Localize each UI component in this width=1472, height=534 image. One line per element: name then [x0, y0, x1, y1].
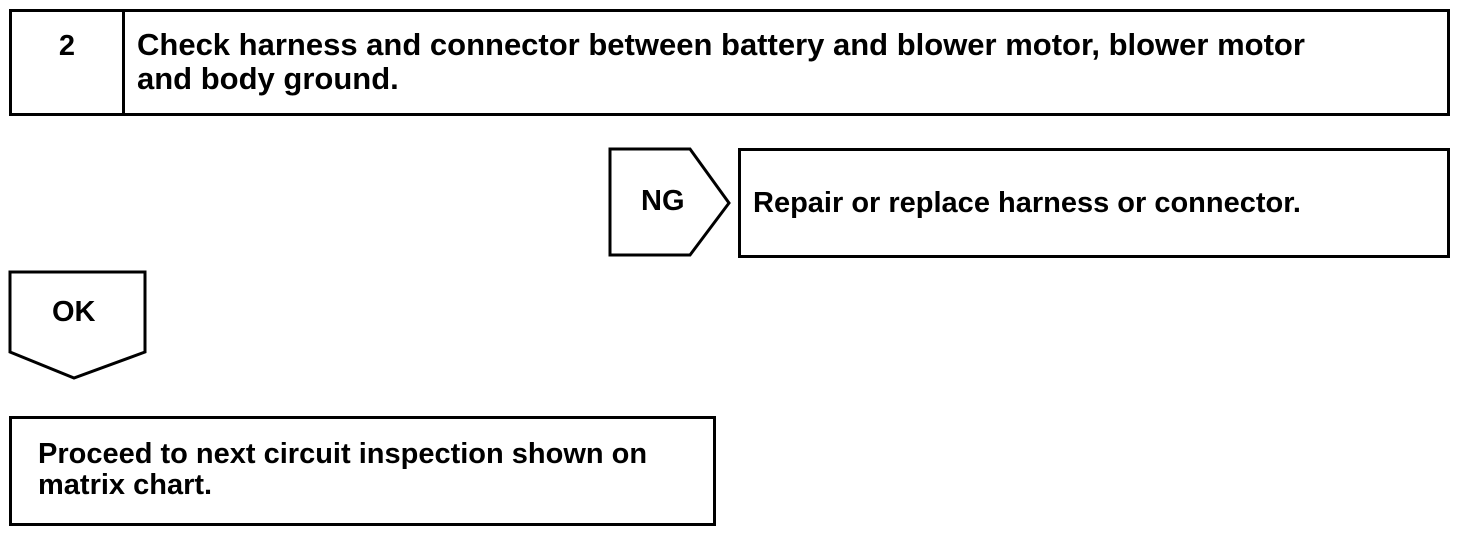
next-step-box: Proceed to next circuit inspection shown… [9, 416, 716, 526]
next-step-line-2: matrix chart. [38, 469, 213, 501]
ok-label: OK [52, 296, 96, 328]
ng-action-box: Repair or replace harness or connector. [738, 148, 1450, 258]
ng-action-text: Repair or replace harness or connector. [753, 186, 1301, 219]
next-step-line-1: Proceed to next circuit inspection shown… [38, 438, 648, 470]
ng-label: NG [641, 185, 685, 217]
step-instruction-line-2: and body ground. [137, 61, 399, 96]
step-number: 2 [12, 12, 125, 113]
step-box: 2 Check harness and connector between ba… [9, 9, 1450, 116]
ok-arrow-outline [8, 270, 147, 380]
ng-arrow-outline [608, 147, 731, 257]
step-instruction: Check harness and connector between batt… [125, 12, 1447, 113]
step-instruction-line-1: Check harness and connector between batt… [137, 27, 1305, 62]
